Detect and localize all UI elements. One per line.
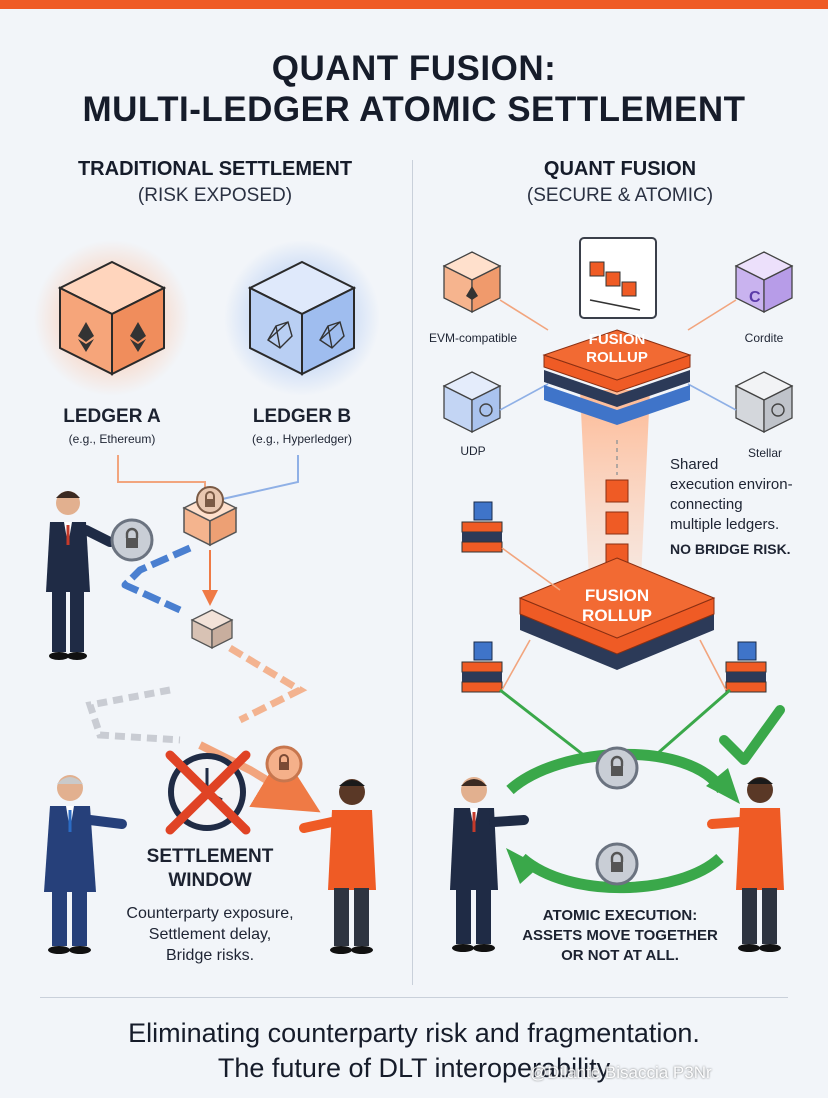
left-subheading: (RISK EXPOSED) <box>137 185 293 206</box>
shared-line: Shared <box>670 456 719 473</box>
shared-line: connecting <box>670 496 743 513</box>
transit-box <box>190 609 234 650</box>
person-old-man-bottom-left <box>44 775 127 954</box>
watermark: @Dilante Bisaccia P3Nr <box>530 1063 712 1082</box>
shared-line: multiple ledgers. <box>670 516 780 533</box>
right-heading: QUANT FUSION <box>543 158 697 180</box>
rollup-top-line-2: ROLLUP <box>586 349 648 366</box>
sequence-card <box>579 237 657 319</box>
stack-left-lower <box>461 641 503 693</box>
ledger-a-cube <box>57 260 167 376</box>
person-businessman-top-left <box>46 491 115 660</box>
footer-divider <box>40 997 788 998</box>
svg-text:C: C <box>749 289 761 306</box>
cordite-cube: C <box>734 251 794 314</box>
shared-line: execution environ- <box>670 476 793 493</box>
atomic-line: ASSETS MOVE TOGETHER <box>522 927 718 944</box>
lock-coin-orange <box>265 745 303 783</box>
lock-coin-left <box>110 518 154 562</box>
fusion-rollup-bottom <box>518 557 716 670</box>
footer-line-2: The future of DLT interoperability <box>217 1053 611 1083</box>
risk-item: Counterparty exposure, <box>126 905 294 922</box>
rollup-top-label: FUSION ROLLUP <box>570 331 664 367</box>
settlement-window-line-2: WINDOW <box>168 870 252 891</box>
lock-coin-right-top <box>595 746 639 790</box>
atomic-execution-text: ATOMIC EXECUTION: ASSETS MOVE TOGETHER O… <box>500 906 740 966</box>
footer-line-1: Eliminating counterparty risk and fragme… <box>128 1018 700 1048</box>
shared-execution-text: Shared execution environ- connecting mul… <box>670 455 820 559</box>
stellar-cube <box>734 371 794 434</box>
page-title: QUANT FUSION: MULTI-LEDGER ATOMIC SETTLE… <box>0 48 828 130</box>
left-heading: TRADITIONAL SETTLEMENT <box>77 158 353 180</box>
lock-box <box>182 486 238 547</box>
lock-coin-right-bottom <box>595 842 639 886</box>
ledger-a-example: (e.g., Ethereum) <box>68 432 156 446</box>
title-line-1: QUANT FUSION: <box>271 49 557 88</box>
rollup-bottom-line-1: FUSION <box>584 586 650 605</box>
risk-item: Settlement delay, <box>148 926 272 943</box>
rollup-bottom-line-2: ROLLUP <box>582 606 652 625</box>
title-line-2: MULTI-LEDGER ATOMIC SETTLEMENT <box>82 90 746 129</box>
ledger-b-cube <box>247 260 357 376</box>
fusion-rollup-top <box>542 329 692 425</box>
rollup-top-line-1: FUSION <box>588 331 646 348</box>
check-icon <box>719 705 785 765</box>
right-subheading: (SECURE & ATOMIC) <box>526 185 714 206</box>
ledger-label-stellar: Stellar <box>747 446 782 460</box>
top-accent-bar <box>0 0 828 9</box>
ledger-label-udp: UDP <box>460 444 486 458</box>
evm-cube <box>442 251 502 314</box>
person-young-man-right <box>707 777 784 952</box>
settlement-window-line-1: SETTLEMENT <box>146 846 274 867</box>
risk-list: Counterparty exposure, Settlement delay,… <box>100 903 320 966</box>
person-young-man-right-left-side <box>299 779 376 954</box>
no-bridge-risk: NO BRIDGE RISK. <box>670 541 791 557</box>
atomic-line: ATOMIC EXECUTION: <box>542 907 698 924</box>
cross-icon <box>165 750 251 835</box>
risk-item: Bridge risks. <box>165 947 255 964</box>
ledger-b-name: LEDGER B <box>252 406 352 427</box>
rollup-bottom-label: FUSION ROLLUP <box>566 586 668 626</box>
column-divider <box>412 160 413 985</box>
ledger-b-example: (e.g., Hyperledger) <box>251 432 353 446</box>
hyperledger-icon <box>267 321 345 349</box>
person-businessman-right <box>450 777 529 952</box>
ethereum-icon <box>78 322 146 352</box>
ledger-label-evm: EVM-compatible <box>428 331 518 345</box>
stack-right-lower <box>725 641 767 693</box>
udp-cube <box>442 371 502 434</box>
stack-left-upper <box>461 501 503 553</box>
atomic-line: OR NOT AT ALL. <box>561 947 679 964</box>
settlement-window-title: SETTLEMENT WINDOW <box>130 845 290 893</box>
ledger-label-cordite: Cordite <box>744 331 784 345</box>
falling-cubes <box>605 479 629 567</box>
ledger-a-name: LEDGER A <box>63 406 161 427</box>
